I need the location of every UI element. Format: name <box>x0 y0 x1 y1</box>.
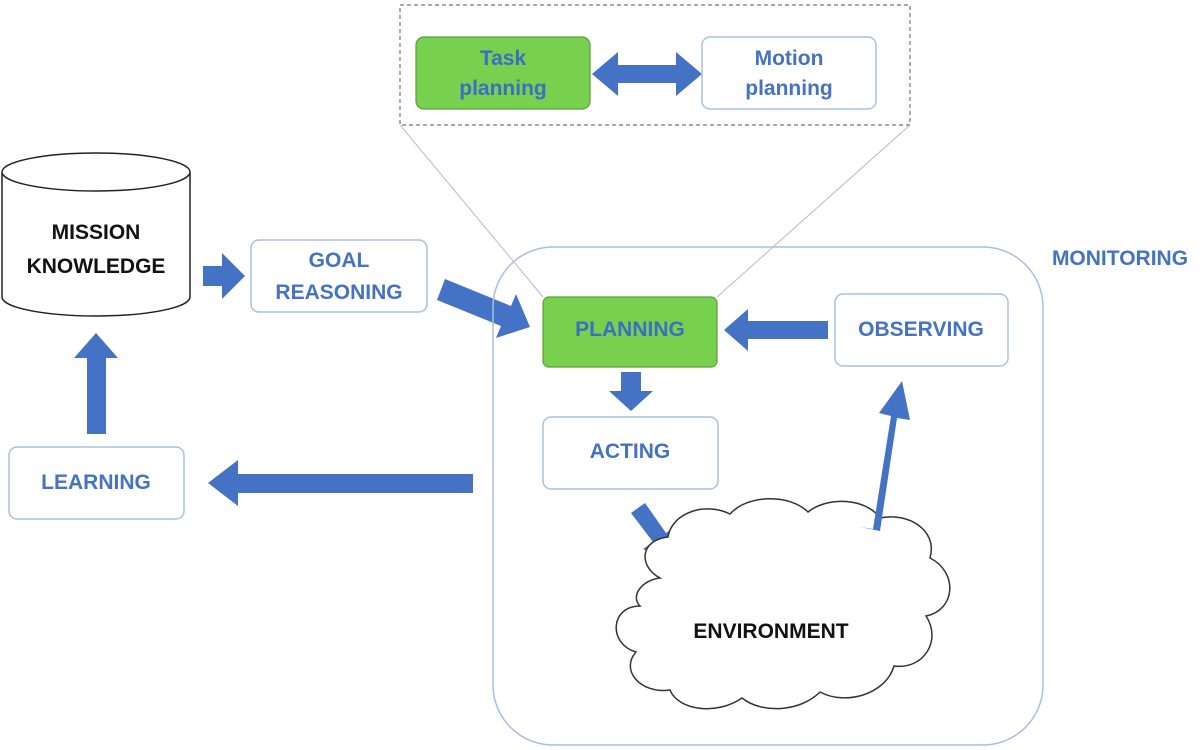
motion-planning-line1: Motion <box>755 47 824 70</box>
arrow-monitoring-to-learning <box>208 460 473 506</box>
zoom-line-right <box>716 124 911 298</box>
motion-planning-node: Motion planning <box>701 36 877 110</box>
acting-node: ACTING <box>542 416 719 490</box>
environment-label: ENVIRONMENT <box>693 620 848 643</box>
learning-node: LEARNING <box>8 446 185 520</box>
task-planning-line2: planning <box>459 77 547 100</box>
arrow-planning-to-acting <box>609 372 653 411</box>
monitoring-label: MONITORING <box>1052 247 1188 270</box>
arrow-knowledge-to-goal <box>203 253 245 299</box>
zoom-line-left <box>399 124 544 298</box>
environment-node: ENVIRONMENT <box>615 498 951 710</box>
observing-label: OBSERVING <box>858 318 984 341</box>
task-planning-node: Task planning <box>415 36 591 110</box>
acting-label: ACTING <box>590 440 671 463</box>
goal-reasoning-line1: GOAL <box>309 249 370 272</box>
arrow-environment-to-observing <box>860 381 910 531</box>
task-planning-line1: Task <box>480 47 527 70</box>
planning-label: PLANNING <box>575 318 685 341</box>
planning-node: PLANNING <box>542 296 718 368</box>
task-motion-double-arrow <box>592 52 702 96</box>
mission-knowledge-line2: KNOWLEDGE <box>27 255 166 278</box>
observing-node: OBSERVING <box>834 293 1009 367</box>
goal-reasoning-node: GOAL REASONING <box>250 239 428 313</box>
learning-label: LEARNING <box>41 471 151 494</box>
goal-reasoning-line2: REASONING <box>275 281 402 304</box>
mission-knowledge-line1: MISSION <box>52 221 141 244</box>
arrow-learning-to-knowledge <box>74 333 118 434</box>
mission-knowledge-node: MISSION KNOWLEDGE <box>1 152 191 317</box>
arrow-observing-to-planning <box>724 309 828 351</box>
motion-planning-line2: planning <box>745 77 833 100</box>
monitoring-container <box>492 246 1044 746</box>
arrow-goal-to-planning <box>437 279 530 338</box>
